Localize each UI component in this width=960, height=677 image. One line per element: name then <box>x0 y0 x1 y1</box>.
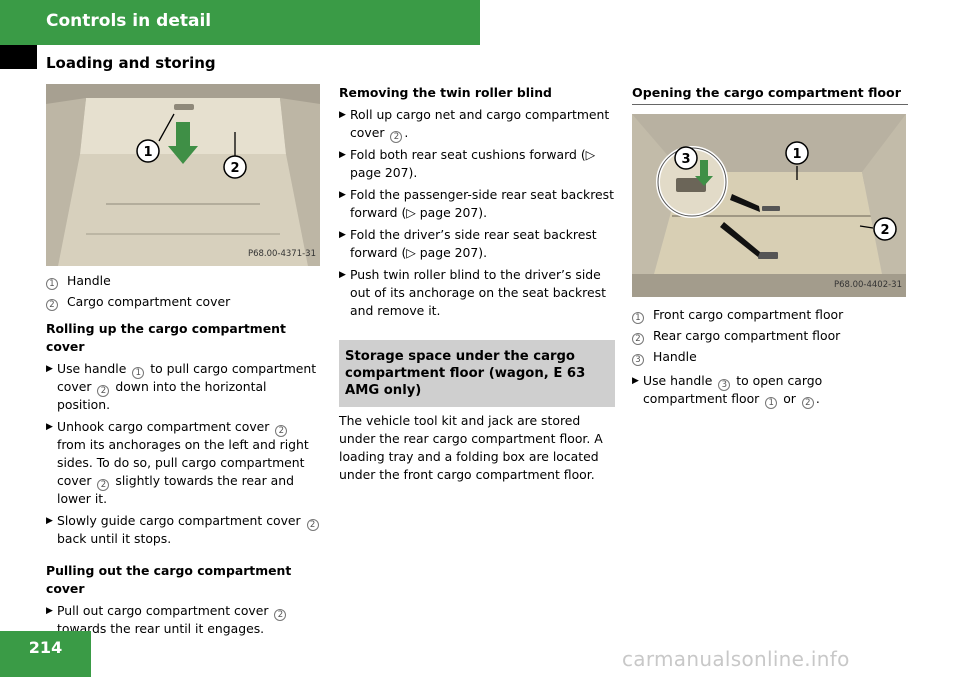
cargo-floor-photo: 3 1 2 P68.00-4402-31 <box>632 114 906 297</box>
circled-number-icon: 3 <box>718 379 731 392</box>
circled-number-icon: 2 <box>46 299 58 312</box>
storage-paragraph: The vehicle tool kit and jack are stored… <box>339 413 603 482</box>
instruction-step: ▶ Fold the driver’s side rear seat backr… <box>339 227 597 260</box>
photo-callout-1: 1 <box>143 145 152 160</box>
circled-number-icon: 2 <box>97 385 110 398</box>
circled-number-icon: 2 <box>306 519 319 532</box>
triangle-right-icon: ▶ <box>339 230 346 240</box>
watermark: carmanualsonline.info <box>622 647 850 671</box>
legend-item: 1 Front cargo compartment floor <box>632 306 908 325</box>
page-number-box: 214 <box>0 631 91 677</box>
triangle-right-icon: ▶ <box>46 422 53 432</box>
triangle-right-icon: ▶ <box>46 606 53 616</box>
removing-heading: Removing the twin roller blind <box>339 85 552 100</box>
cargo-cover-photo: 1 2 P68.00-4371-31 <box>46 84 320 266</box>
rolling-heading: Rolling up the cargo compartment cover <box>46 321 286 354</box>
triangle-right-icon: ▶ <box>339 190 346 200</box>
pulling-heading: Pulling out the cargo compartment cover <box>46 563 292 596</box>
circled-number-icon: 2 <box>274 609 287 622</box>
circled-number-icon: 2 <box>275 425 288 438</box>
cargo-cover-illustration: 1 2 <box>46 84 320 266</box>
legend-label: Cargo compartment cover <box>67 294 231 309</box>
section-title: Controls in detail <box>46 11 212 31</box>
left-column: 1 2 P68.00-4371-31 1 Handle 2 Cargo comp… <box>46 84 322 642</box>
legend-item: 1 Handle <box>46 272 322 291</box>
header-tab <box>0 45 37 69</box>
middle-column: Removing the twin roller blind ▶ Roll up… <box>339 84 615 484</box>
legend-item: 2 Rear cargo compartment floor <box>632 327 908 346</box>
instruction-step: ▶ Pull out cargo compartment cover 2 tow… <box>46 602 322 638</box>
instruction-step: ▶ Roll up cargo net and cargo compartmen… <box>339 107 610 144</box>
instruction-step: ▶ Fold both rear seat cushions forward (… <box>339 147 596 180</box>
photo-reference: P68.00-4371-31 <box>247 249 316 259</box>
legend-label: Handle <box>67 273 111 288</box>
circled-number-icon: 1 <box>632 312 644 325</box>
opening-heading: Opening the cargo compartment floor <box>632 84 908 105</box>
instruction-step: ▶ Use handle 3 to open cargo compartment… <box>632 373 823 410</box>
legend-item: 2 Cargo compartment cover <box>46 293 322 312</box>
photo-callout-2: 2 <box>880 223 889 238</box>
instruction-step: ▶ Use handle 1 to pull cargo compartment… <box>46 361 317 412</box>
instruction-step: ▶ Push twin roller blind to the driver’s… <box>339 267 606 318</box>
legend-label: Handle <box>653 349 697 364</box>
instruction-step: ▶ Slowly guide cargo compartment cover 2… <box>46 512 322 548</box>
triangle-right-icon: ▶ <box>632 376 639 386</box>
circled-number-icon: 2 <box>390 131 403 144</box>
triangle-right-icon: ▶ <box>46 516 53 526</box>
legend-label: Front cargo compartment floor <box>653 307 844 322</box>
triangle-right-icon: ▶ <box>46 364 53 374</box>
subsection-title: Loading and storing <box>46 54 216 72</box>
legend-item: 3 Handle <box>632 348 908 367</box>
triangle-right-icon: ▶ <box>339 110 346 120</box>
photo-callout-3: 3 <box>681 152 690 167</box>
circled-number-icon: 1 <box>46 278 58 291</box>
instruction-step: ▶ Unhook cargo compartment cover 2 from … <box>46 419 309 506</box>
circled-number-icon: 1 <box>765 397 778 410</box>
page-number: 214 <box>28 638 63 657</box>
legend-label: Rear cargo compartment floor <box>653 328 841 343</box>
photo-reference: P68.00-4402-31 <box>833 280 902 290</box>
photo-legend: 1 Handle 2 Cargo compartment cover <box>46 272 322 312</box>
triangle-right-icon: ▶ <box>339 150 346 160</box>
triangle-right-icon: ▶ <box>339 270 346 280</box>
photo-legend: 1 Front cargo compartment floor 2 Rear c… <box>632 306 908 367</box>
photo-callout-2: 2 <box>230 161 239 176</box>
circled-number-icon: 1 <box>132 367 145 380</box>
circled-number-icon: 2 <box>801 397 814 410</box>
circled-number-icon: 2 <box>97 479 110 492</box>
section-header-bar: Controls in detail <box>0 0 480 45</box>
right-column: Opening the cargo compartment floor 3 1 <box>632 84 908 412</box>
cargo-floor-illustration: 3 1 2 <box>632 114 906 297</box>
circled-number-icon: 3 <box>632 354 644 367</box>
instruction-step: ▶ Fold the passenger-side rear seat back… <box>339 187 614 220</box>
photo-callout-1: 1 <box>792 147 801 162</box>
circled-number-icon: 2 <box>632 333 644 346</box>
storage-info-box: Storage space under the cargo compartmen… <box>339 340 615 407</box>
